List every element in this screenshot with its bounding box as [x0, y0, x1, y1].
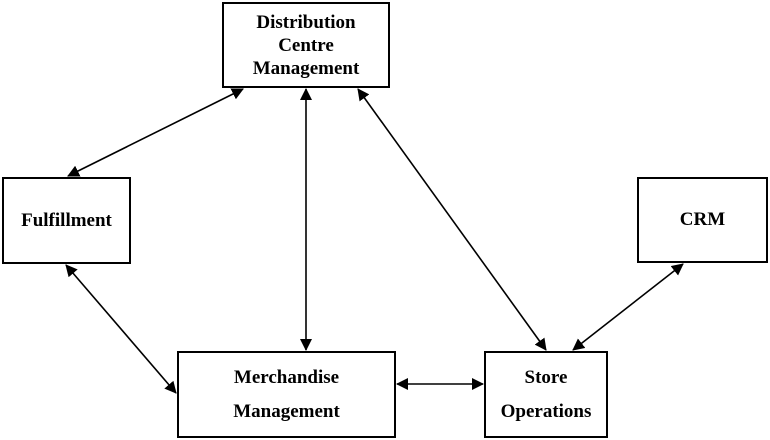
- node-fulfillment: Fulfillment: [2, 177, 131, 264]
- node-label-line: Operations: [500, 400, 592, 422]
- node-label-line: Fulfillment: [21, 209, 112, 231]
- node-label-line: Management: [252, 57, 360, 79]
- node-label-line: Management: [233, 400, 340, 422]
- edge-dcm-store: [357, 88, 547, 351]
- node-label-line: Merchandise: [233, 366, 340, 388]
- node-label-line: CRM: [679, 209, 726, 230]
- node-label-line: Distribution: [256, 11, 356, 33]
- node-label-line: Store: [524, 366, 568, 388]
- node-merchandise-management: Merchandise Management: [177, 351, 396, 438]
- edge-crm-store: [572, 263, 684, 351]
- edge-dcm-fulfillment: [67, 88, 244, 177]
- node-label-line: Centre: [278, 34, 334, 56]
- node-distribution-centre-management: Distribution Centre Management: [222, 2, 390, 88]
- edge-fulfillment-merch: [65, 264, 177, 394]
- node-store-operations: Store Operations: [484, 351, 608, 438]
- node-crm: CRM: [637, 177, 768, 263]
